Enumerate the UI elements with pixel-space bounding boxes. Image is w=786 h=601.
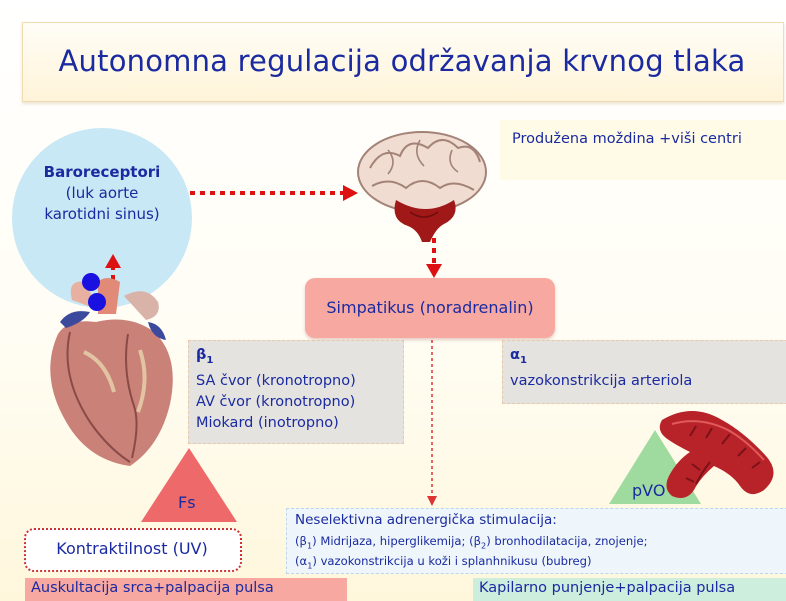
baroreceptor-line2: karotidni sinus) <box>44 205 160 223</box>
arrow-heart-to-baroreceptor <box>105 254 121 300</box>
arrow-simpatikus-to-neselektivna <box>427 340 437 506</box>
neselektivna-box <box>286 508 786 574</box>
alpha1-heading: α1 <box>510 347 528 366</box>
heart-illustration <box>50 278 173 466</box>
brain-label: Produžena moždina +viši centri <box>512 131 742 147</box>
baroreceptor-dot-upper <box>82 273 100 291</box>
baroreceptor-label: Baroreceptori (luk aorte karotidni sinus… <box>12 162 192 225</box>
blood-vessel-illustration <box>659 411 774 498</box>
arrow-baroreceptor-to-brain <box>190 185 358 201</box>
title-banner <box>22 22 784 102</box>
simpatikus-box <box>305 278 555 338</box>
baroreceptor-dot-lower <box>88 293 106 311</box>
alpha1-effects: α1 vazokonstrikcija arteriola <box>510 345 692 392</box>
kapilarno-label: Kapilarno punjenje+palpacija pulsa <box>479 580 736 596</box>
beta1-item: Miokard (inotropno) <box>196 414 339 431</box>
baroreceptor-circle <box>12 128 192 308</box>
page-title: Autonomna regulacija održavanja krvnog t… <box>58 44 746 78</box>
pvo-label: pVO <box>632 481 666 500</box>
alpha1-box <box>502 340 786 404</box>
fs-label: Fs <box>178 493 196 512</box>
beta1-heading: β1 <box>196 347 214 366</box>
kontraktilnost-label: Kontraktilnost (UV) <box>56 539 208 558</box>
beta1-item: AV čvor (kronotropno) <box>196 393 356 410</box>
baroreceptor-line1: (luk aorte <box>65 184 139 202</box>
auskultacija-box <box>25 578 347 601</box>
brain-label-box <box>500 120 786 180</box>
beta1-effects: β1 SA čvor (kronotropno) AV čvor (kronot… <box>196 345 356 434</box>
neselektivna-title: Neselektivna adrenergička stimulacija: <box>295 512 557 528</box>
fs-triangle <box>141 448 237 522</box>
kapilarno-box <box>473 578 786 601</box>
auskultacija-label: Auskultacija srca+palpacija pulsa <box>31 580 274 596</box>
beta1-box <box>188 340 404 444</box>
beta1-item: SA čvor (kronotropno) <box>196 372 356 389</box>
arrow-brain-to-simpatikus <box>426 238 442 278</box>
simpatikus-label: Simpatikus (noradrenalin) <box>326 298 534 317</box>
neselektivna-line1: (β1) Midrijaza, hiperglikemija; (β2) bro… <box>295 534 648 551</box>
brain-illustration <box>357 131 487 242</box>
neselektivna-line2: (α1) vazokonstrikcija u koži i splanhnik… <box>295 554 592 571</box>
baroreceptor-title: Baroreceptori <box>43 163 161 181</box>
alpha1-item: vazokonstrikcija arteriola <box>510 372 693 389</box>
kontraktilnost-box <box>24 528 242 572</box>
